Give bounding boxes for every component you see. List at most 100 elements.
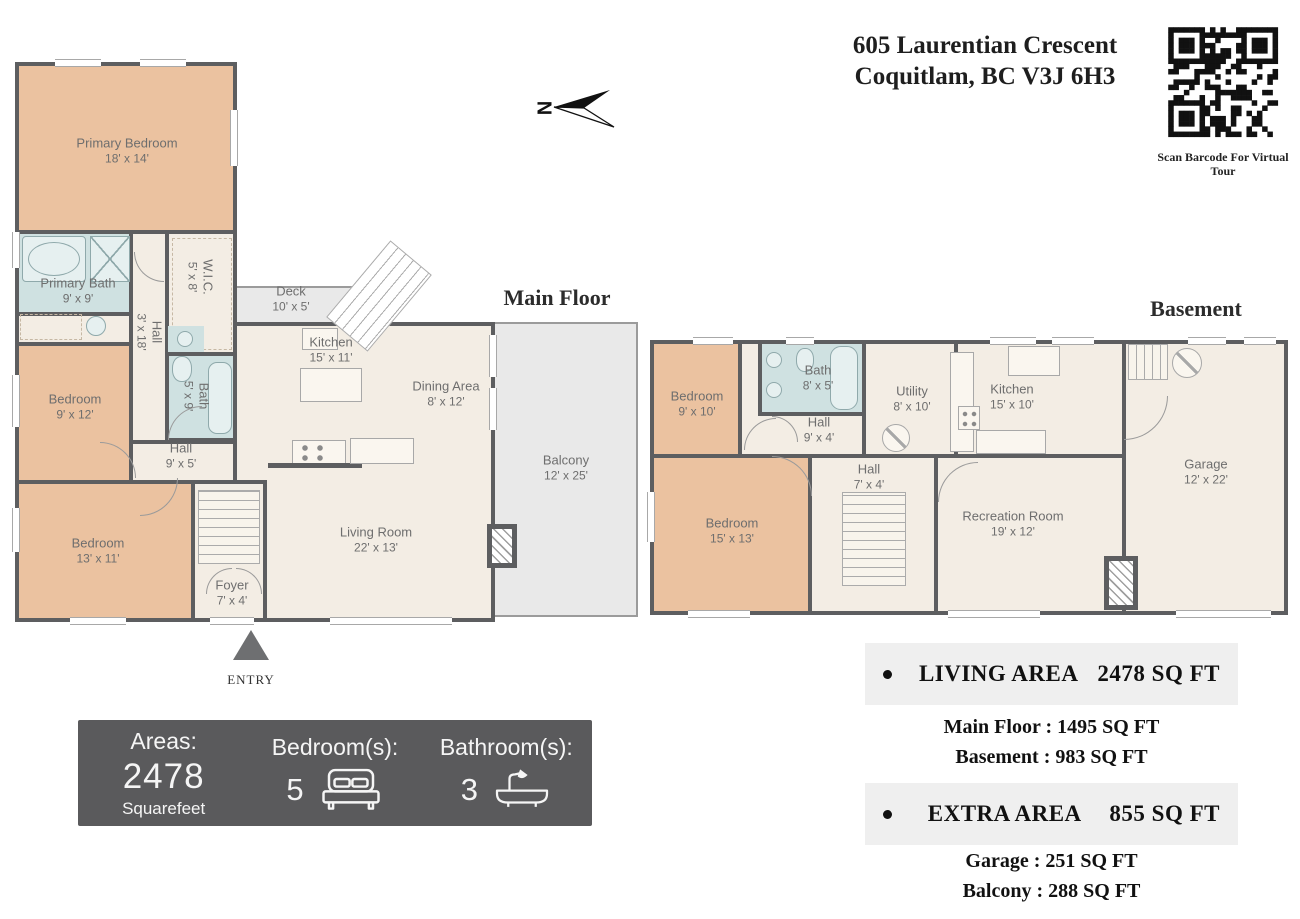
bullet-icon — [883, 809, 892, 819]
label-wic: W.I.C.5' x 8' — [185, 259, 216, 295]
areas-value: 2478 — [122, 756, 205, 796]
bathtub-stat-icon — [495, 768, 549, 807]
extra-area-details: Garage : 251 SQ FT Balcony : 288 SQ FT — [865, 846, 1238, 906]
bedrooms-value: 5 — [286, 771, 304, 807]
entry-label: ENTRY — [227, 672, 275, 687]
kitchen-sink — [302, 328, 338, 350]
kitchen-counter — [350, 438, 414, 464]
kitchen-counter — [976, 430, 1046, 454]
room-primary-bedroom — [15, 62, 237, 234]
extra-area-label: EXTRA AREA — [927, 801, 1082, 826]
address-block: 605 Laurentian Crescent Coquitlam, BC V3… — [790, 30, 1180, 92]
areas-unit: Squarefeet — [122, 798, 206, 818]
living-area-details: Main Floor : 1495 SQ FT Basement : 983 S… — [865, 712, 1238, 772]
entry-door-gap — [210, 617, 254, 625]
stove-icon — [292, 440, 346, 464]
window — [489, 335, 497, 377]
sink-icon — [766, 352, 782, 368]
extra-detail-balcony: Balcony : 288 SQ FT — [962, 880, 1141, 902]
north-arrow-icon: N — [533, 90, 615, 128]
staircase — [842, 492, 906, 586]
sink-icon — [177, 331, 193, 347]
bathrooms-stat: Bathroom(s): 3 — [421, 720, 592, 826]
window — [948, 610, 1040, 618]
fireplace-icon — [487, 524, 517, 568]
fridge-icon — [1008, 346, 1060, 376]
living-area-value: 2478 SQ FT — [1097, 661, 1220, 686]
room-b-utility — [862, 340, 958, 458]
kitchen-island — [300, 368, 362, 402]
window — [12, 375, 20, 427]
room-b-rec — [934, 454, 1126, 615]
bullet-icon — [883, 669, 892, 679]
window — [12, 232, 20, 268]
counter-wall — [268, 463, 362, 468]
window — [693, 337, 733, 345]
living-detail-main: Main Floor : 1495 SQ FT — [943, 716, 1160, 738]
toilet-icon — [172, 356, 192, 382]
extra-detail-garage: Garage : 251 SQ FT — [965, 850, 1138, 872]
bathtub-icon — [22, 236, 86, 282]
bedrooms-stat: Bedroom(s): 5 — [249, 720, 420, 826]
living-area-box: LIVING AREA 2478 SQ FT — [865, 643, 1238, 705]
water-heater-icon — [882, 424, 910, 452]
kitchen-counter — [950, 352, 974, 452]
toilet-icon — [86, 316, 106, 336]
toilet-icon — [796, 348, 814, 372]
bed-icon — [321, 768, 380, 810]
areas-label: Areas: — [130, 727, 197, 754]
qr-caption: Scan Barcode For Virtual Tour — [1157, 150, 1289, 178]
extra-area-value: 855 SQ FT — [1109, 801, 1220, 826]
basement-title: Basement — [1150, 296, 1242, 321]
living-detail-basement: Basement : 983 SQ FT — [955, 746, 1148, 768]
north-letter: N — [533, 101, 555, 115]
water-heater-icon — [1172, 348, 1202, 378]
window — [786, 337, 814, 345]
shower-icon — [90, 236, 130, 282]
stove-icon — [958, 406, 980, 430]
window — [647, 492, 655, 542]
bathtub-icon — [208, 362, 232, 434]
garage-steps — [1128, 344, 1168, 380]
window — [12, 508, 20, 552]
bathrooms-label: Bathroom(s): — [439, 733, 573, 760]
room-wic — [165, 230, 237, 356]
sink-icon — [766, 382, 782, 398]
window — [1052, 337, 1094, 345]
window — [70, 617, 126, 625]
window — [489, 388, 497, 430]
living-area-label: LIVING AREA — [918, 661, 1079, 686]
window — [1244, 337, 1276, 345]
window — [55, 59, 101, 67]
closet-dashes — [20, 314, 82, 340]
bathrooms-value: 3 — [460, 771, 478, 807]
window — [688, 610, 750, 618]
window — [140, 59, 186, 67]
areas-stat: Areas: 2478 Squarefeet — [78, 720, 249, 826]
sliding-door — [330, 617, 452, 625]
room-great-room — [233, 322, 495, 622]
window — [990, 337, 1036, 345]
window — [1188, 337, 1226, 345]
